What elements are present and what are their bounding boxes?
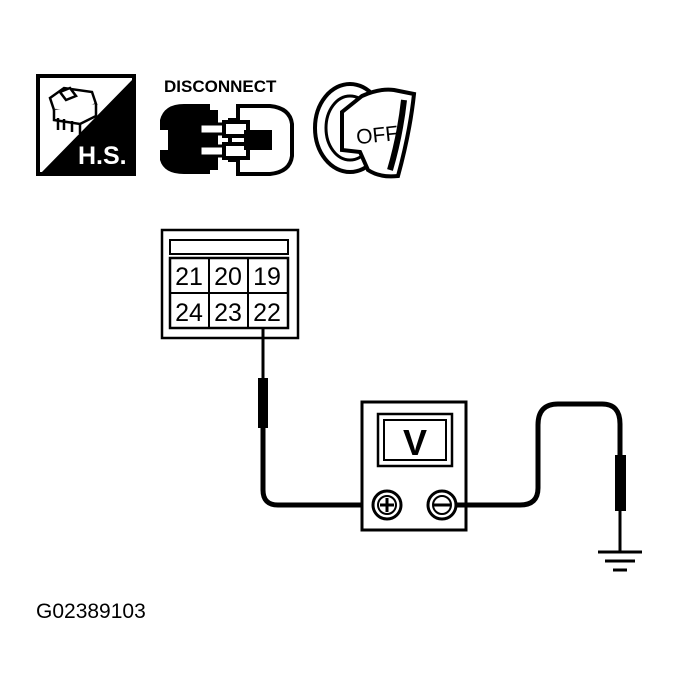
- pin-21: 21: [175, 263, 203, 291]
- off-label: OFF: [355, 122, 399, 149]
- connector-block: 21 20 19 24 23 22: [160, 228, 300, 340]
- figure-code: G02389103: [36, 600, 146, 623]
- connector-symbol-icon: [48, 86, 98, 134]
- disconnect-icon: DISCONNECT: [160, 77, 294, 176]
- meter-display: V: [403, 422, 427, 463]
- ignition-key-off-icon: OFF: [313, 82, 417, 179]
- negative-probe-lead: [456, 401, 626, 552]
- pin-19: 19: [253, 263, 281, 291]
- ground-icon: [598, 550, 642, 572]
- voltmeter: V: [360, 400, 468, 532]
- pin-23: 23: [214, 299, 242, 327]
- pin-20: 20: [214, 263, 242, 291]
- positive-probe-lead: [258, 328, 374, 508]
- harness-side-icon: H.S.: [36, 74, 136, 176]
- negative-terminal-icon: [426, 489, 458, 521]
- pin-24: 24: [175, 299, 203, 327]
- pin-22: 22: [253, 299, 281, 327]
- hs-label: H.S.: [78, 142, 127, 170]
- disconnect-label: DISCONNECT: [164, 77, 277, 96]
- positive-terminal-icon: [371, 489, 403, 521]
